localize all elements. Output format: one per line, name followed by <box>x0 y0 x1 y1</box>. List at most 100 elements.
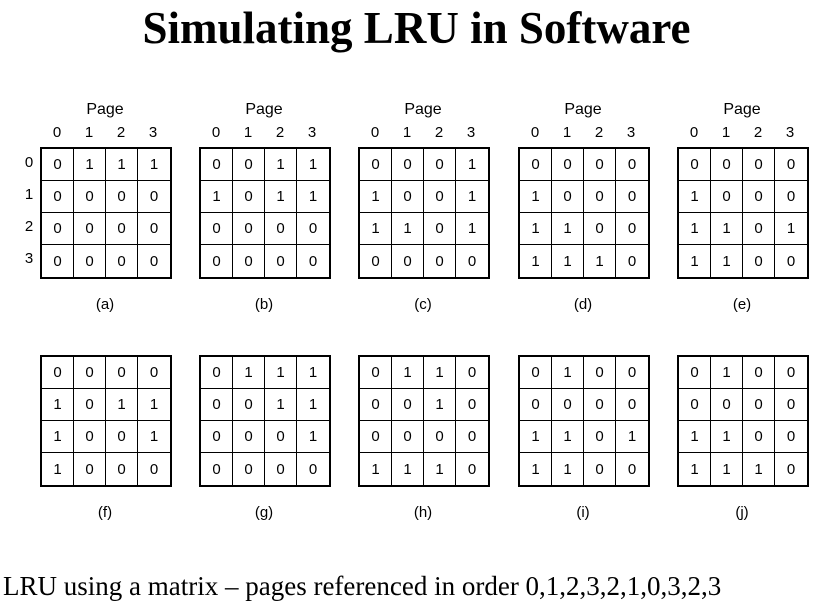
matrix-cell: 0 <box>360 245 392 277</box>
matrix-cell: 0 <box>786 460 796 478</box>
matrix-cell: 1 <box>424 453 456 485</box>
matrix-cell: 1 <box>138 389 170 421</box>
column-index: 0 <box>52 124 62 141</box>
matrix-cell: 0 <box>74 389 106 421</box>
matrix-cell: 1 <box>360 453 392 485</box>
matrix-cell: 1 <box>106 149 138 181</box>
matrix-cell: 0 <box>392 181 424 213</box>
panel-label: (i) <box>576 504 590 521</box>
matrix-cell: 1 <box>106 389 138 421</box>
matrix-cell: 0 <box>265 245 297 277</box>
matrix-cell: 0 <box>201 357 233 389</box>
panel-label: (h) <box>413 504 433 521</box>
matrix-cell: 0 <box>743 245 775 277</box>
matrix-cell: 0 <box>74 181 106 213</box>
matrix-cell: 1 <box>265 181 297 213</box>
matrix-cell: 0 <box>424 181 456 213</box>
matrix-cell: 0 <box>552 149 584 181</box>
matrix-cell: 1 <box>424 389 456 421</box>
matrix-cell: 1 <box>360 181 392 213</box>
matrix-cell: 0 <box>201 149 233 181</box>
matrix-cell: 0 <box>584 421 616 453</box>
row-index: 1 <box>24 186 34 203</box>
matrix-cell: 0 <box>265 453 297 485</box>
matrix-cell: 0 <box>138 181 170 213</box>
matrix-cell: 0 <box>467 252 477 270</box>
matrix-cell: 0 <box>360 421 392 453</box>
column-index: 0 <box>211 124 221 141</box>
page-axis-label: Page <box>245 101 283 118</box>
panel-label: (g) <box>254 504 274 521</box>
matrix-cell: 0 <box>456 389 488 421</box>
matrix-cell: 0 <box>201 245 233 277</box>
matrix-cell: 1 <box>265 389 297 421</box>
matrix-cell: 1 <box>297 149 329 181</box>
panel-label: (a) <box>95 296 115 313</box>
matrix-cell: 0 <box>627 252 637 270</box>
matrix-cell: 0 <box>360 149 392 181</box>
matrix-cell: 0 <box>42 357 74 389</box>
matrix-cell: 0 <box>360 389 392 421</box>
matrix-cell: 0 <box>392 245 424 277</box>
column-index: 1 <box>84 124 94 141</box>
matrix-cell: 0 <box>233 421 265 453</box>
row-index: 0 <box>24 154 34 171</box>
matrix-cell: 0 <box>392 389 424 421</box>
matrix-cell: 0 <box>233 389 265 421</box>
matrix-cell: 0 <box>775 357 807 389</box>
matrix-cell: 1 <box>392 213 424 245</box>
panel-label: (d) <box>573 296 593 313</box>
matrix-cell: 1 <box>552 357 584 389</box>
matrix-cell: 0 <box>201 421 233 453</box>
matrix-cell: 1 <box>616 421 648 453</box>
matrix-cell: 1 <box>775 213 807 245</box>
matrix-cell: 0 <box>743 389 775 421</box>
matrix-cell: 0 <box>106 453 138 485</box>
matrix-cell: 1 <box>74 149 106 181</box>
matrix-cell: 1 <box>552 245 584 277</box>
matrix-cell: 1 <box>679 213 711 245</box>
matrix-cell: 0 <box>138 213 170 245</box>
matrix-cell: 0 <box>308 460 318 478</box>
matrix-cell: 0 <box>743 421 775 453</box>
matrix-cell: 0 <box>42 181 74 213</box>
column-index: 1 <box>562 124 572 141</box>
matrix-cell: 0 <box>520 357 552 389</box>
matrix-cell: 0 <box>520 149 552 181</box>
matrix-cell: 0 <box>711 149 743 181</box>
matrix-cell: 0 <box>308 252 318 270</box>
column-index: 1 <box>721 124 731 141</box>
matrix-cell: 0 <box>74 245 106 277</box>
column-index: 3 <box>785 124 795 141</box>
matrix-cell: 1 <box>233 357 265 389</box>
matrix-cell: 0 <box>584 389 616 421</box>
matrix-cell: 1 <box>424 357 456 389</box>
matrix-cell: 0 <box>743 149 775 181</box>
panel-label: (j) <box>735 504 749 521</box>
matrix-cell: 0 <box>424 245 456 277</box>
matrix-cell: 0 <box>297 213 329 245</box>
matrix-cell: 1 <box>711 421 743 453</box>
matrix-cell: 1 <box>297 181 329 213</box>
matrix-cell: 0 <box>616 181 648 213</box>
matrix-cell: 1 <box>201 181 233 213</box>
column-index: 0 <box>689 124 699 141</box>
matrix-cell: 1 <box>456 181 488 213</box>
matrix-cell: 0 <box>233 213 265 245</box>
matrix-cell: 0 <box>775 421 807 453</box>
matrix-cell: 0 <box>552 389 584 421</box>
matrix-cell: 1 <box>138 421 170 453</box>
panel-label: (e) <box>732 296 752 313</box>
column-index: 1 <box>402 124 412 141</box>
matrix-cell: 0 <box>467 460 477 478</box>
column-index: 1 <box>243 124 253 141</box>
matrix-cell: 1 <box>679 181 711 213</box>
